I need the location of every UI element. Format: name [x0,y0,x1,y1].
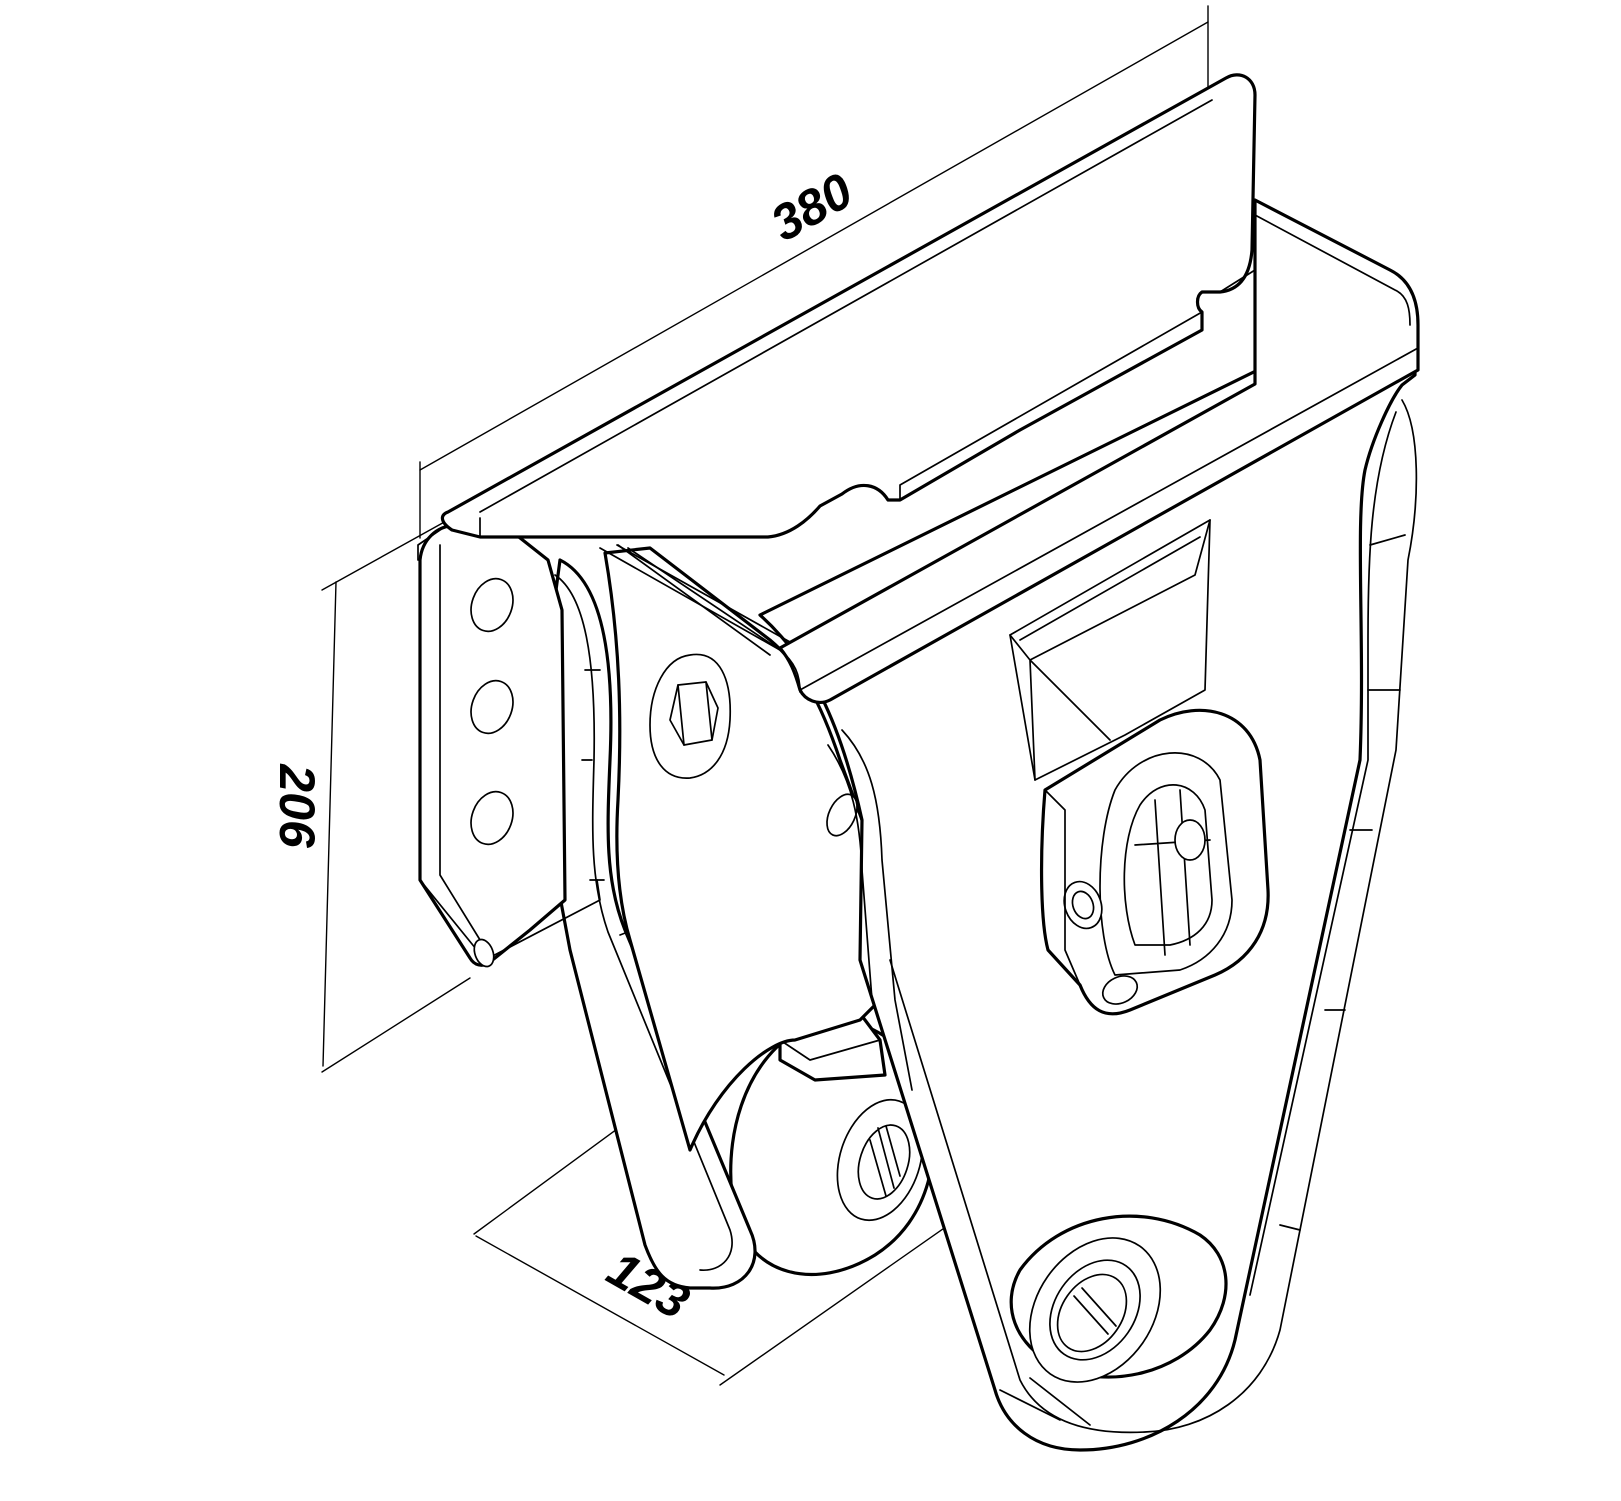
lock-pin-hole [1174,819,1206,861]
top-flange [778,198,1420,704]
dimension-label-380: 380 [762,162,862,252]
mount-hole-top [470,577,514,633]
dimension-206: 206 [269,519,471,1073]
extension-line [321,519,449,591]
lock-block [1039,708,1270,1016]
boss-bore [1056,1273,1128,1353]
latch-window [1009,519,1211,781]
dimension-label-206: 206 [269,763,325,849]
left-mount-plate [418,523,601,968]
extension-line [321,977,471,1073]
lock-pin [1101,975,1139,1005]
bottom-boss [1009,1214,1228,1383]
top-plate [417,73,1420,704]
dimension-line-380 [419,21,1209,471]
mount-hole-middle [470,679,514,735]
dimension-line-206 [322,581,337,1067]
lock-ring-outer [1099,752,1233,976]
lock-ring-inner [1123,784,1213,946]
latch-assembly [1009,519,1270,1016]
pin-end [473,938,495,968]
mount-hole-bottom [470,790,514,846]
dimension-line-123 [475,1235,725,1376]
roller-wheel [729,1019,936,1277]
